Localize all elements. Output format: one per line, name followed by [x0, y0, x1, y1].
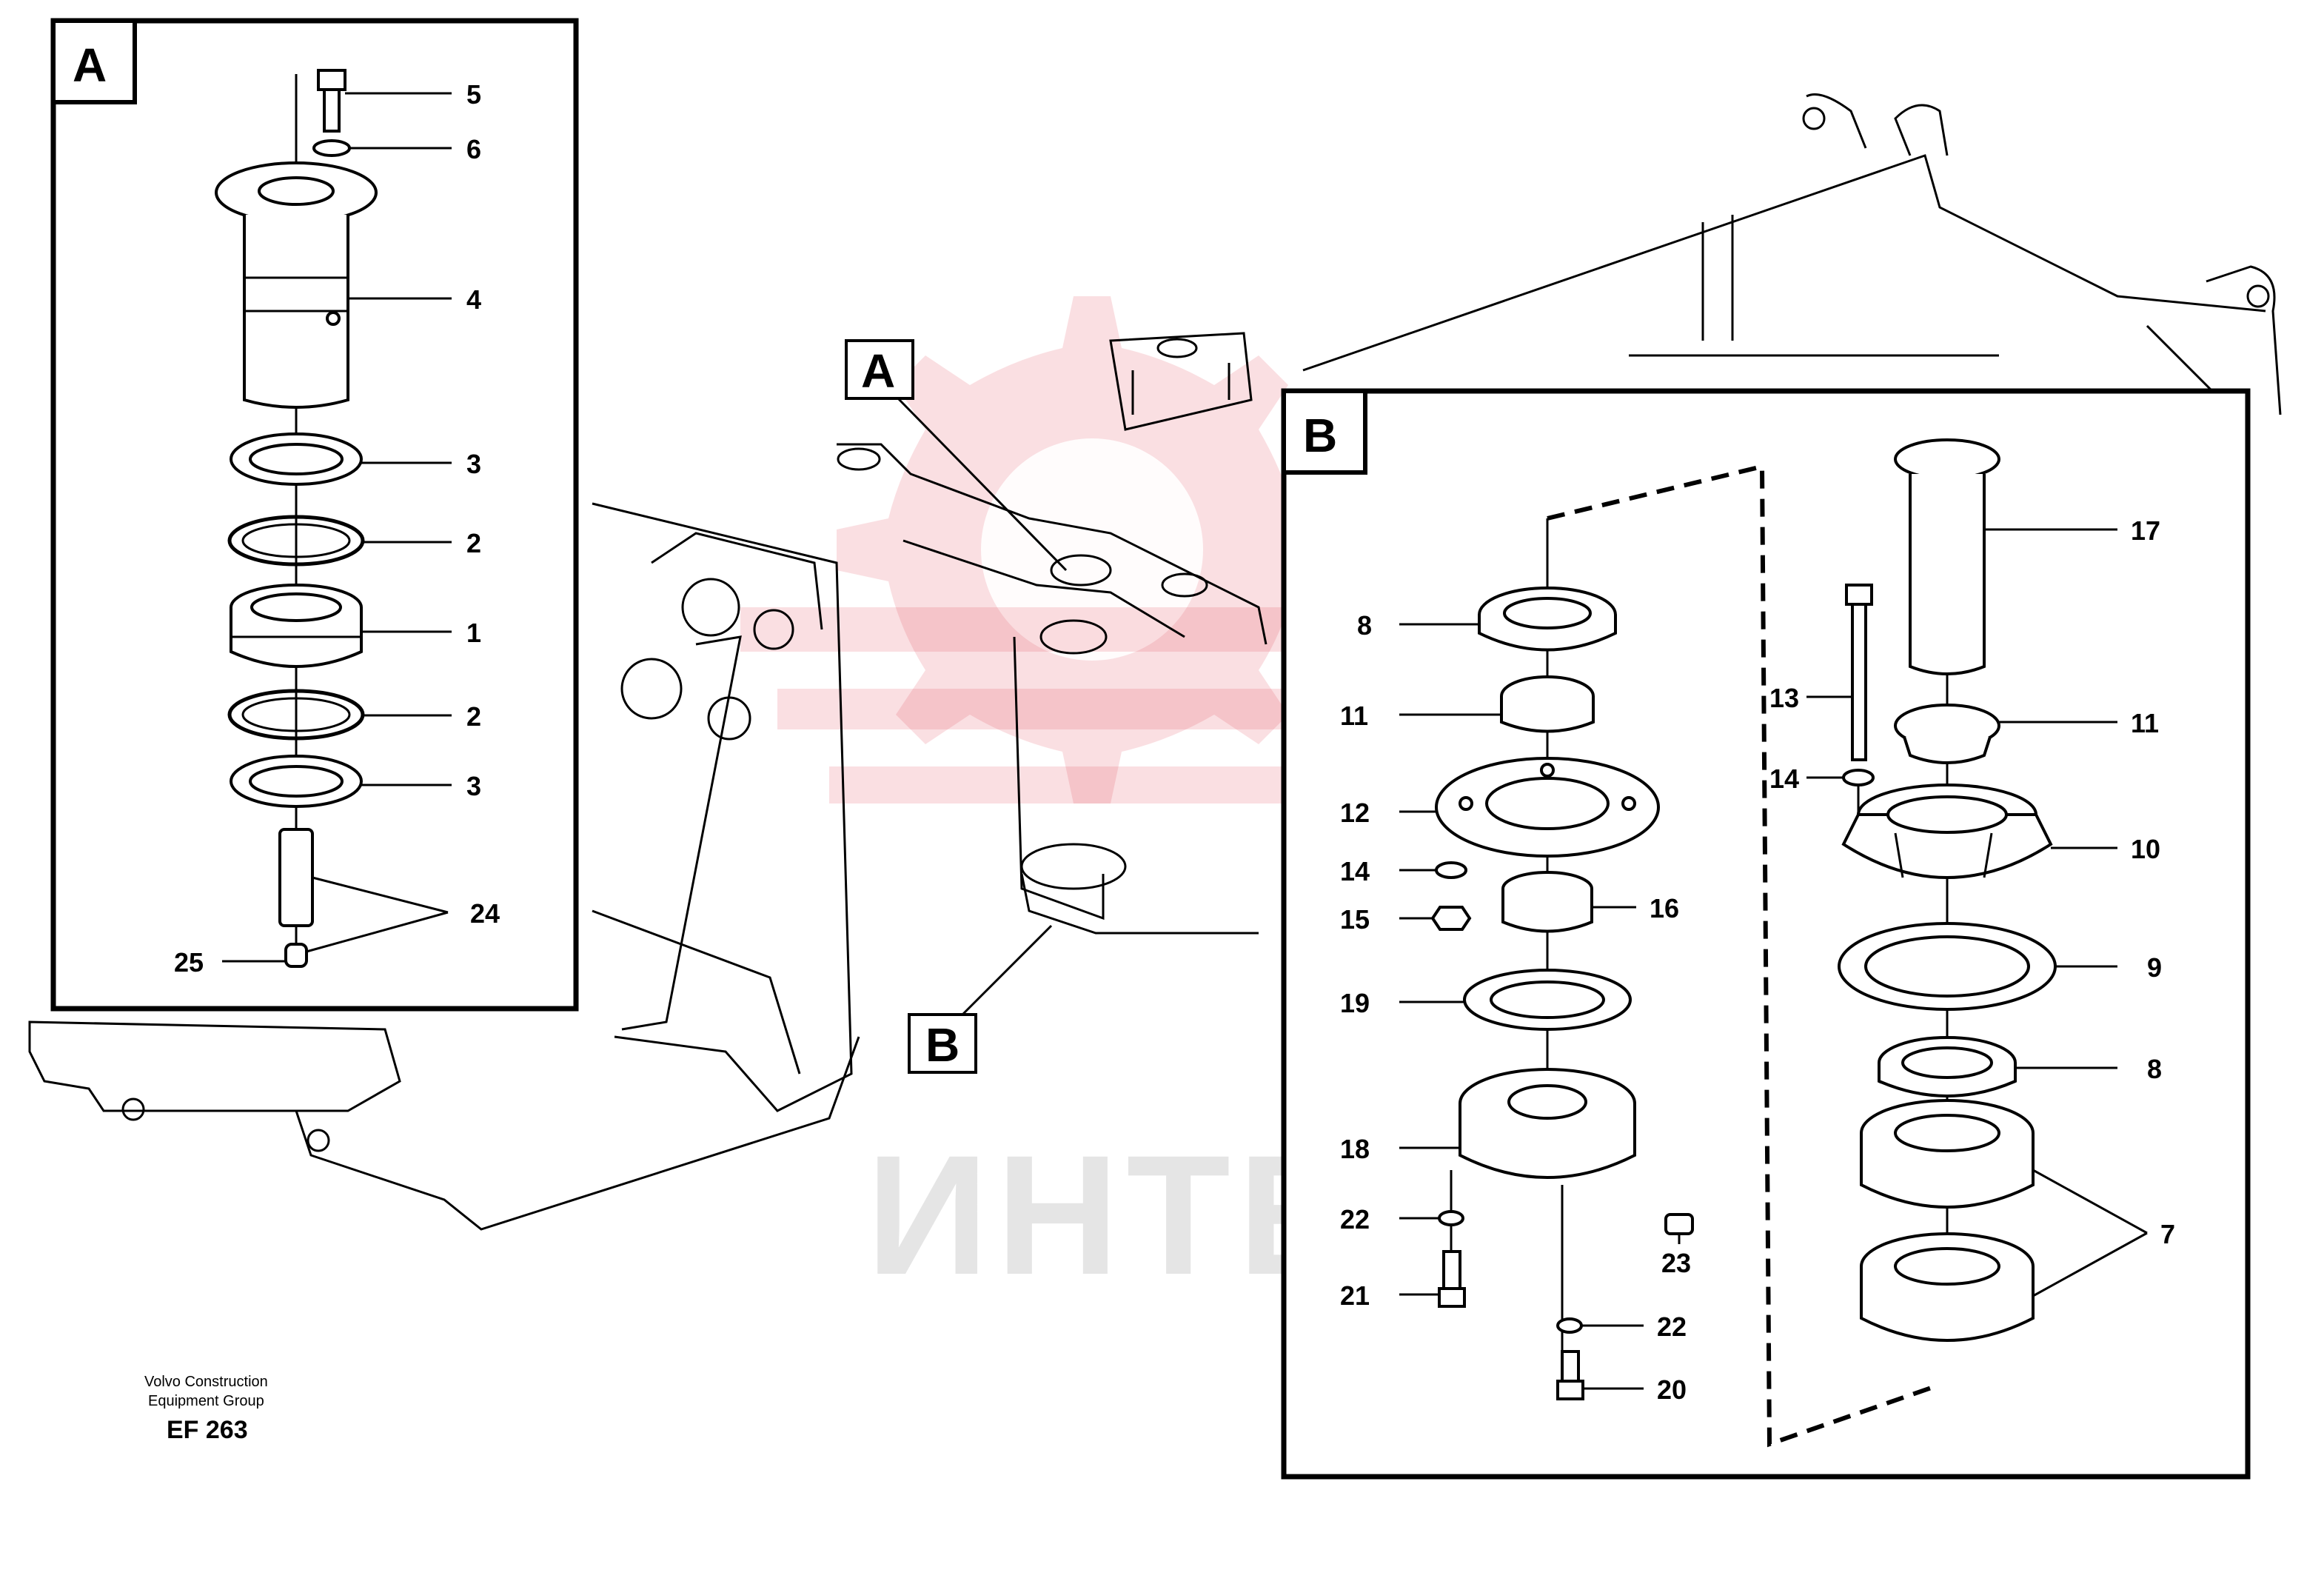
part-b-22-washer-a	[1438, 1210, 1464, 1226]
part-b-12-flange	[1435, 757, 1660, 858]
part-number: 9	[2147, 952, 2162, 983]
part-a-3-seal-ring-bottom	[230, 755, 363, 808]
callout-a-label: A	[861, 344, 895, 398]
part-number: 6	[466, 134, 481, 164]
callout-b-label: B	[925, 1018, 960, 1072]
part-b-18-cover	[1459, 1068, 1636, 1179]
part-b-19-shim	[1463, 969, 1632, 1031]
part-number: 5	[466, 79, 481, 110]
part-number: 23	[1661, 1248, 1691, 1278]
part-number: 18	[1340, 1134, 1370, 1164]
part-number: 24	[470, 898, 500, 929]
part-b-9-shim-ring	[1838, 922, 2057, 1011]
part-b-7-bearing-lower	[1860, 1232, 2035, 1342]
part-number: 16	[1650, 893, 1679, 923]
callout-a: A	[845, 339, 1068, 572]
part-b-17-pin	[1894, 438, 2000, 675]
part-a-24-pin	[278, 828, 314, 927]
part-b-11-collar-right	[1894, 704, 2000, 764]
detail-a-label: A	[73, 39, 107, 92]
machine-frame-drawing	[28, 93, 2282, 1231]
part-number: 11	[2131, 708, 2159, 738]
part-number: 8	[1357, 610, 1372, 641]
part-b-21-bolt	[1438, 1250, 1466, 1308]
part-number: 12	[1340, 798, 1370, 828]
footer-line-2: Equipment Group	[148, 1393, 264, 1409]
part-number: 10	[2131, 834, 2160, 864]
part-a-5-bolt	[317, 69, 346, 133]
part-number: 11	[1340, 701, 1368, 731]
part-number: 21	[1340, 1280, 1370, 1311]
part-number: 3	[466, 771, 481, 801]
detail-b-label: B	[1303, 409, 1337, 462]
callout-b: B	[908, 924, 1053, 1074]
part-number: 8	[2147, 1054, 2162, 1084]
part-number: 2	[466, 701, 481, 732]
part-b-13-bolt	[1845, 584, 1873, 761]
part-number: 15	[1340, 904, 1370, 935]
detail-a-panel: A	[50, 18, 579, 1012]
watermark-gear-logo	[740, 296, 1444, 803]
part-b-22-washer-b	[1556, 1317, 1583, 1334]
part-b-23-grease-nipple	[1664, 1213, 1694, 1235]
part-a-4-bushing	[215, 161, 378, 409]
part-b-16-sleeve	[1501, 871, 1593, 933]
part-a-6-washer	[312, 139, 351, 157]
detail-b-panel: B	[1281, 388, 2251, 1480]
part-number: 22	[1340, 1204, 1370, 1234]
part-number: 22	[1657, 1312, 1687, 1342]
part-number: 25	[174, 947, 204, 978]
part-number: 2	[466, 528, 481, 558]
part-b-8-ring-right	[1878, 1036, 2017, 1097]
part-number: 4	[466, 284, 481, 315]
part-b-7-bearing-upper	[1860, 1099, 2035, 1209]
part-number: 7	[2160, 1219, 2175, 1249]
part-number: 17	[2131, 515, 2160, 546]
part-number: 20	[1657, 1374, 1687, 1405]
part-a-3-seal-ring-top	[230, 432, 363, 486]
part-a-2-circlip-top	[227, 515, 365, 567]
part-b-14-washer-left	[1435, 861, 1467, 879]
part-a-25-grease-nipple	[284, 943, 308, 968]
part-number: 3	[466, 449, 481, 479]
part-b-14-washer-right	[1842, 769, 1875, 786]
part-a-1-bearing	[230, 584, 363, 668]
part-number: 14	[1340, 856, 1370, 886]
part-number: 13	[1769, 683, 1799, 713]
part-b-8-ring-left	[1478, 587, 1617, 652]
part-b-11-collar-left	[1500, 675, 1595, 733]
part-number: 19	[1340, 988, 1370, 1018]
part-b-20-bolt	[1556, 1350, 1584, 1400]
footer-code: EF 263	[167, 1416, 248, 1444]
part-number: 14	[1769, 764, 1799, 794]
part-number: 1	[466, 618, 481, 648]
footer-credit: Volvo Construction Equipment Group EF 26…	[144, 1374, 268, 1444]
footer-line-1: Volvo Construction	[144, 1374, 268, 1390]
part-b-15-nut	[1430, 906, 1472, 931]
part-b-10-housing	[1841, 784, 2053, 879]
